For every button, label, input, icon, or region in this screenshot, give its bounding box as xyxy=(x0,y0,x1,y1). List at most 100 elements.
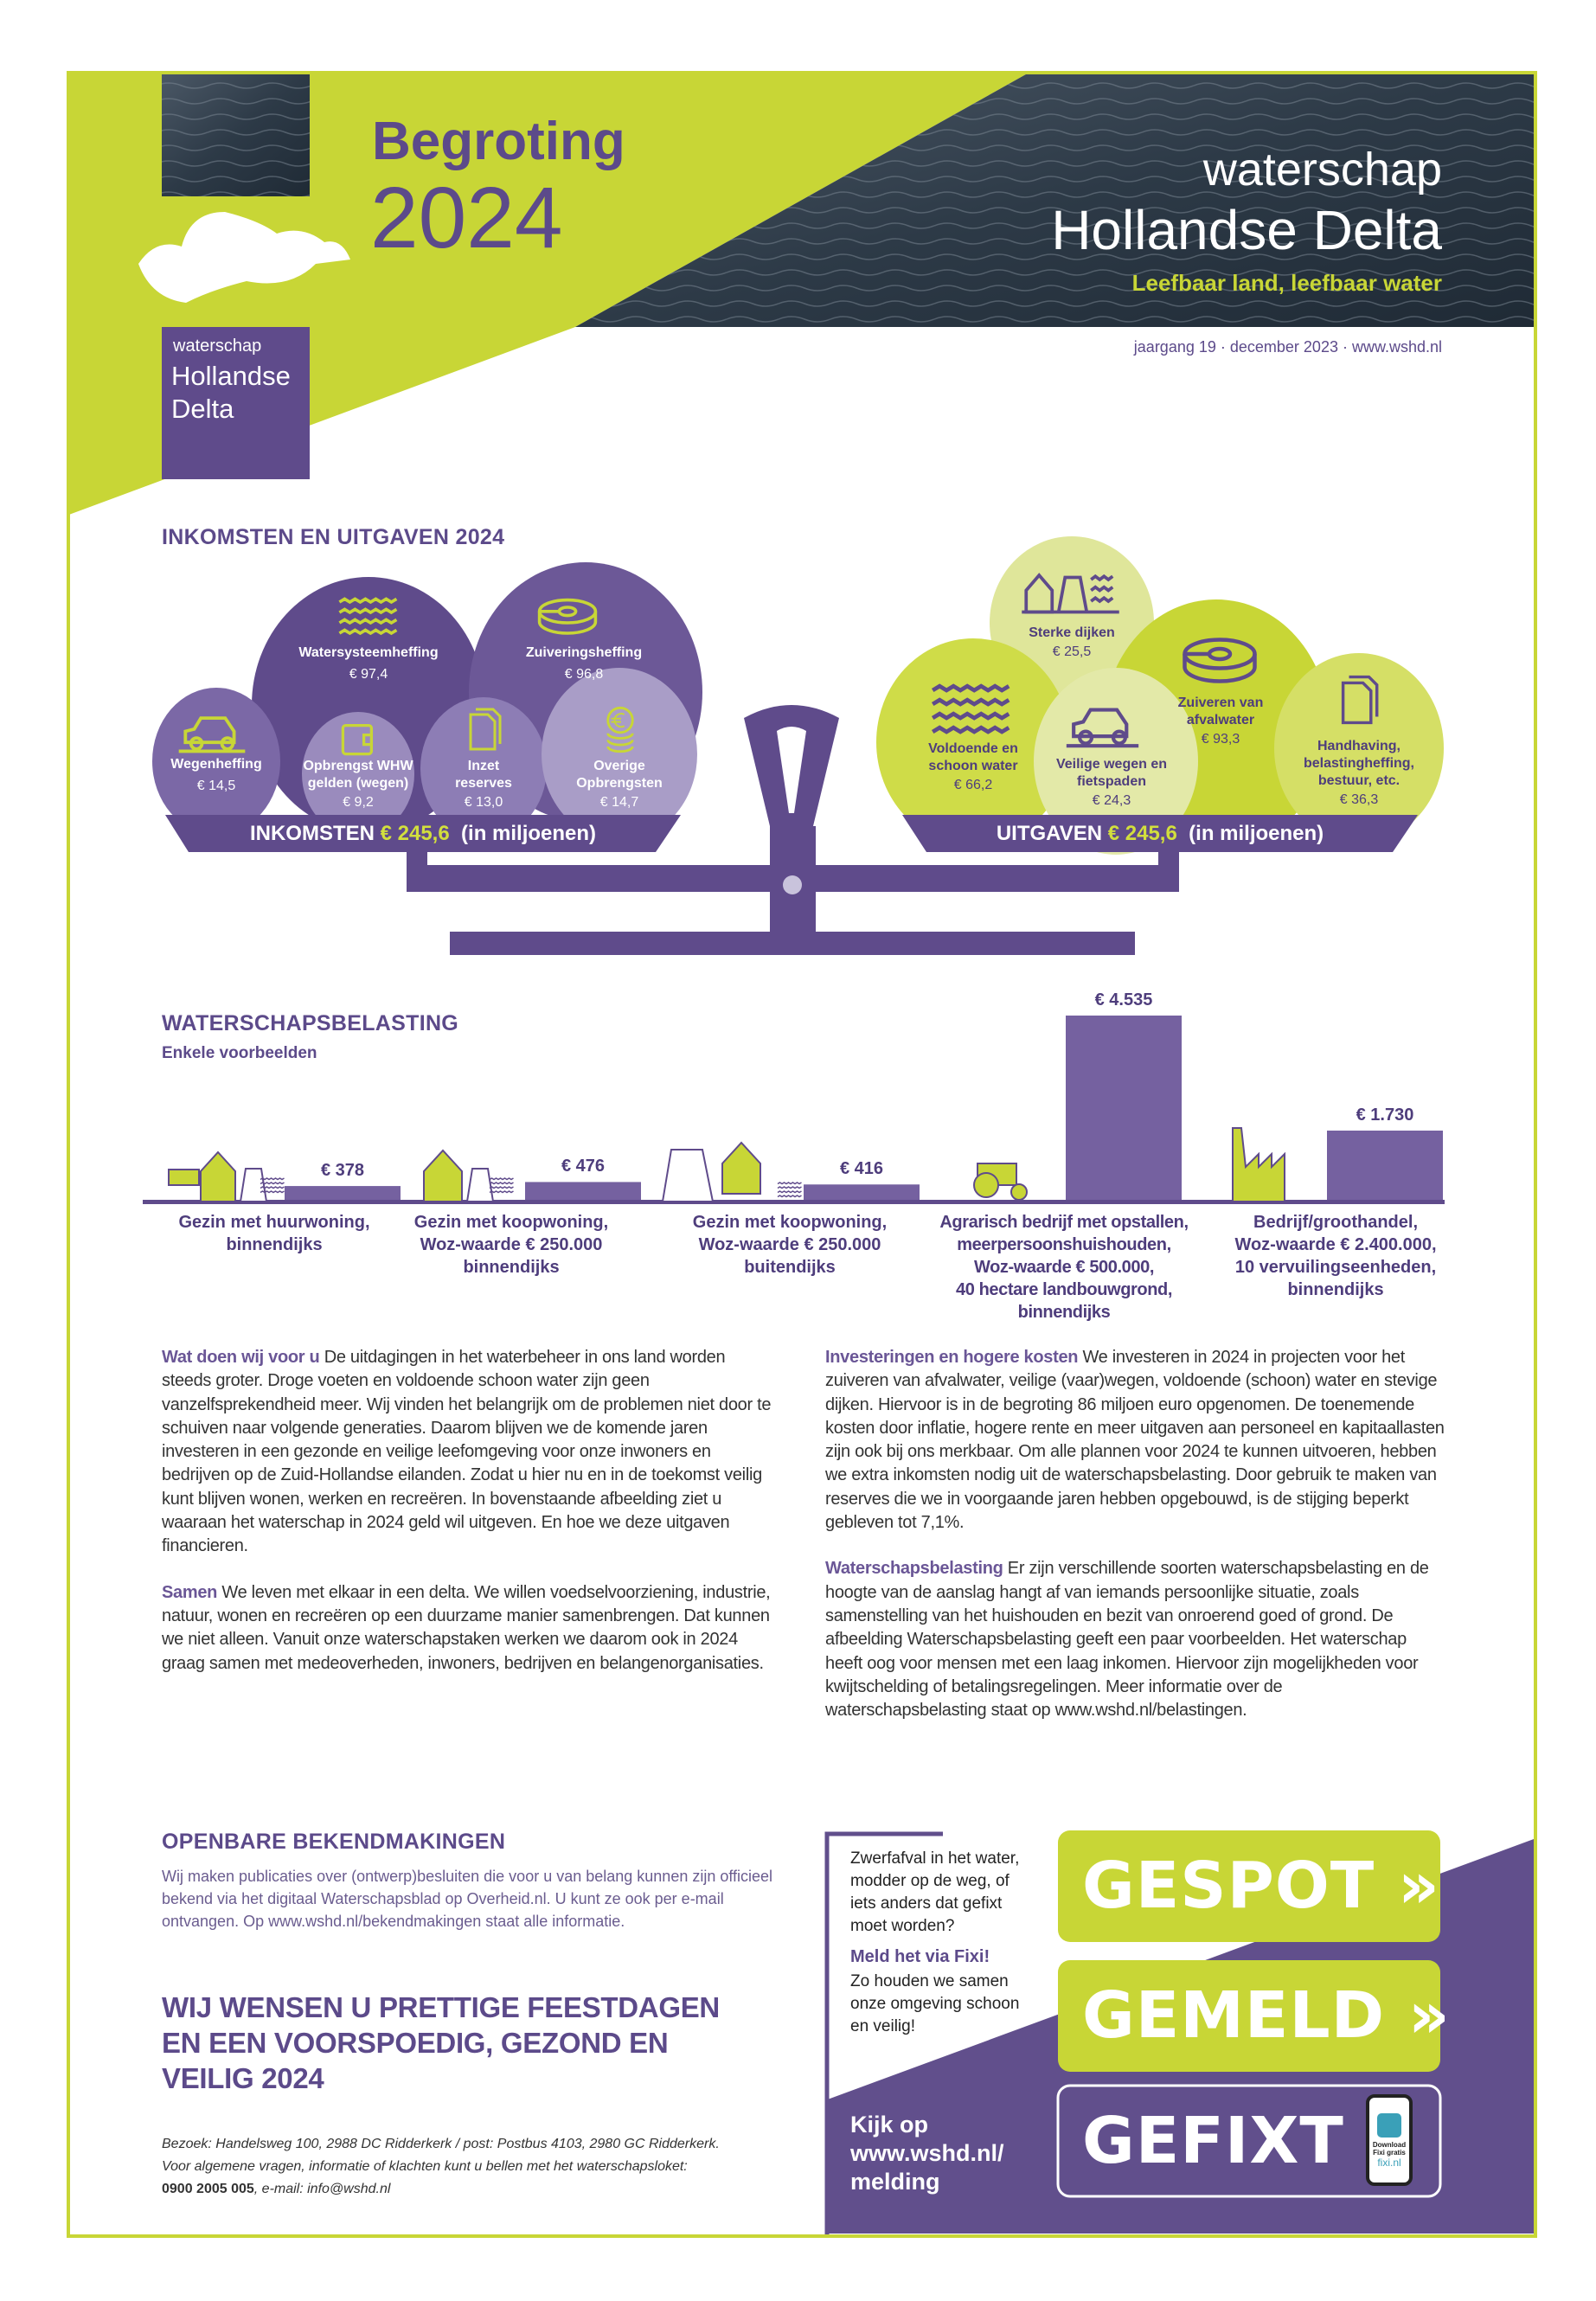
p3-text: We investeren in 2024 in projecten voor … xyxy=(825,1348,1445,1533)
dike-icon xyxy=(661,1149,715,1202)
bar-value-label: € 1.730 xyxy=(1356,1105,1414,1125)
water-ripples xyxy=(575,71,1537,327)
income-label: Zuiveringsheffing xyxy=(525,645,643,660)
bubble-veilige-wegen xyxy=(1034,668,1198,855)
bar-category-label: Gezin met koopwoning, Woz-waarde € 250.0… xyxy=(413,1213,609,1277)
income-value: € 14,5 xyxy=(196,779,236,793)
dike-icon xyxy=(239,1168,268,1202)
p4-title: Waterschapsbelasting xyxy=(825,1559,1003,1579)
phone-site: fixi.nl xyxy=(1377,2157,1401,2169)
bar xyxy=(1327,1130,1443,1202)
chart-baseline xyxy=(143,1200,1445,1204)
waves-icon xyxy=(489,1176,515,1194)
scale-base xyxy=(450,932,1135,955)
phone-line2: Fixi gratis xyxy=(1373,2149,1406,2157)
expense-label: Voldoende en schoon water xyxy=(928,741,1018,773)
expense-value: € 25,5 xyxy=(1052,644,1092,659)
islands-map-icon xyxy=(138,212,350,303)
article-p2: Samen We leven met elkaar in een delta. … xyxy=(162,1581,778,1676)
issue-meta: jaargang 19 · december 2023 · www.wshd.n… xyxy=(1133,338,1442,356)
logo-org-small: waterschap xyxy=(173,336,262,356)
bar xyxy=(1066,1016,1182,1202)
contact-info: Bezoek: Handelsweg 100, 2988 DC Ridderke… xyxy=(162,2133,819,2201)
expense-label: Handhaving, belastingheffing, bestuur, e… xyxy=(1304,739,1414,788)
contact-phone: 0900 2005 005 xyxy=(162,2182,254,2196)
p1-title: Wat doen wij voor u xyxy=(162,1348,320,1367)
article-p4: Waterschapsbelasting Er zijn verschillen… xyxy=(825,1557,1445,1722)
income-bubbles xyxy=(152,562,702,841)
article-right-column: Investeringen en hogere kosten We invest… xyxy=(825,1346,1445,1722)
house-icon xyxy=(423,1149,463,1202)
bar xyxy=(285,1186,401,1202)
expense-total-label: UITGAVEN xyxy=(996,822,1103,845)
phone-line1: Download xyxy=(1372,2141,1407,2149)
budget-heading: INKOMSTEN EN UITGAVEN 2024 xyxy=(162,525,505,549)
bar-category-label: Gezin met koopwoning, Woz-waarde € 250.0… xyxy=(692,1213,888,1277)
bar-value-label: € 476 xyxy=(561,1157,606,1176)
water-thumbnail-ripples xyxy=(162,74,310,196)
page-year: 2024 xyxy=(370,170,563,266)
expense-value: € 36,3 xyxy=(1339,792,1379,807)
expense-total-amount: € 245,6 xyxy=(1107,822,1177,845)
gefixt-button[interactable]: GEFIXT xyxy=(1082,2104,1344,2178)
bubble-overige xyxy=(542,668,697,841)
logo-org-name: Hollandse Delta xyxy=(171,361,291,424)
expense-total: UITGAVEN € 245,6 (in miljoenen) xyxy=(902,815,1418,852)
bubble-reserves xyxy=(420,697,547,839)
income-label: Opbrengst WHW gelden (wegen) xyxy=(303,759,413,791)
bar-category-label: Bedrijf/groothandel, Woz-waarde € 2.400.… xyxy=(1234,1213,1437,1299)
income-value: € 14,7 xyxy=(599,795,639,810)
income-label: Inzet reserves xyxy=(455,759,512,791)
contact-questions: Voor algemene vragen, informatie of klac… xyxy=(162,2159,688,2174)
balance-scale xyxy=(165,705,1418,955)
expense-value: € 66,2 xyxy=(953,778,993,792)
income-value: € 96,8 xyxy=(564,667,604,682)
income-total: INKOMSTEN € 245,6 (in miljoenen) xyxy=(165,815,681,852)
income-value: € 13,0 xyxy=(464,795,503,810)
p2-text: We leven met elkaar in een delta. We wil… xyxy=(162,1582,771,1673)
expense-label: Zuiveren van afvalwater xyxy=(1177,695,1264,727)
income-value: € 97,4 xyxy=(349,667,388,682)
article-left-column: Wat doen wij voor u De uitdagingen in he… xyxy=(162,1346,778,1676)
bar-category-label: Agrarisch bedrijf met opstallen, meerper… xyxy=(939,1213,1189,1322)
income-total-amount: € 245,6 xyxy=(380,822,450,845)
notices-text: Wij maken publicaties over (ontwerp)besl… xyxy=(162,1868,773,1930)
waves-icon xyxy=(777,1182,803,1198)
bar-value-label: € 4.535 xyxy=(1094,990,1153,1009)
bubble-whw xyxy=(302,712,414,836)
gemeld-button[interactable]: GEMELD » xyxy=(1058,1960,1450,2072)
fixi-cta-text: Zo houden we samen onze omgeving schoon … xyxy=(850,1972,1020,2035)
fixi-link[interactable]: Kijk op www.wshd.nl/ melding xyxy=(850,2112,1004,2195)
fixi-intro: Zwerfafval in het water, modder op de we… xyxy=(850,1849,1020,1935)
chart-icons xyxy=(168,1127,1285,1202)
bubble-voldoende-water xyxy=(876,638,1070,846)
expense-label: Sterke dijken xyxy=(1029,625,1115,640)
phone-download-text: Download Fixi gratis fixi.nl xyxy=(1369,2141,1409,2169)
bar-value-label: € 416 xyxy=(839,1159,884,1179)
tractor-icon xyxy=(973,1163,1028,1201)
fixi-cta-title: Meld het via Fixi! xyxy=(850,1947,990,1966)
income-value: € 9,2 xyxy=(343,795,374,810)
brand-tagline: Leefbaar land, leefbaar water xyxy=(1131,270,1442,296)
bar xyxy=(525,1182,641,1202)
income-pan xyxy=(165,815,681,852)
income-label: Wegenheffing xyxy=(170,757,262,772)
rent-sign-icon xyxy=(168,1169,200,1186)
unit-label: (in miljoenen) xyxy=(1189,822,1324,845)
gefixt-outline xyxy=(1056,2084,1442,2198)
brand-name: Hollandse Delta xyxy=(1051,199,1442,261)
bar-category-label: Gezin met huurwoning, binnendijks xyxy=(178,1213,370,1254)
expense-label: Veilige wegen en fietspaden xyxy=(1055,757,1168,789)
chart-title: WATERSCHAPSBELASTING xyxy=(162,1011,459,1035)
contact-address: Bezoek: Handelsweg 100, 2988 DC Ridderke… xyxy=(162,2137,720,2151)
bubble-wegenheffing xyxy=(152,688,280,835)
page-title: Begroting xyxy=(372,112,625,171)
article-p1: Wat doen wij voor u De uitdagingen in he… xyxy=(162,1346,778,1559)
expense-value: € 24,3 xyxy=(1092,793,1131,808)
factory-icon xyxy=(1232,1127,1285,1202)
gespot-button[interactable]: GESPOT » xyxy=(1058,1830,1440,1942)
scale-pivot xyxy=(783,875,802,894)
notices-heading: OPENBARE BEKENDMAKINGEN xyxy=(162,1830,506,1854)
unit-label: (in miljoenen) xyxy=(461,822,597,845)
p1-text: De uitdagingen in het waterbeheer in ons… xyxy=(162,1348,772,1556)
